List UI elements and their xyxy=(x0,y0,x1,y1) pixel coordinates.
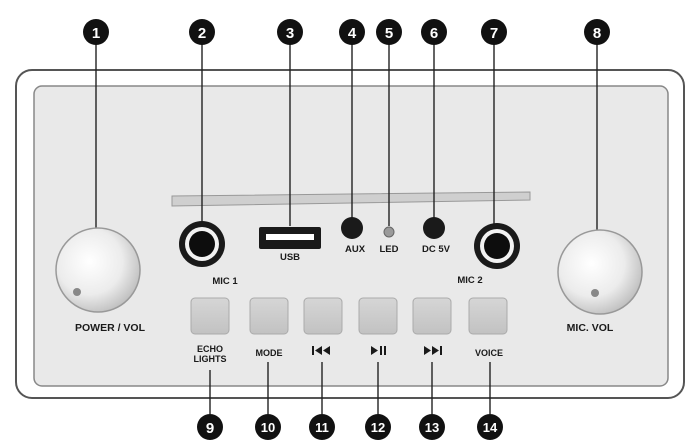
callout-11: 11 xyxy=(309,414,335,440)
usb-port[interactable] xyxy=(259,227,321,249)
usb-label: USB xyxy=(280,252,300,263)
mode-button[interactable] xyxy=(249,297,289,335)
power-volume-knob[interactable] xyxy=(55,227,141,313)
echo-label: ECHO xyxy=(197,344,223,354)
callout-1-number: 1 xyxy=(92,25,100,42)
callout-5-number: 5 xyxy=(385,25,393,42)
echo-lights-button[interactable] xyxy=(190,297,230,335)
callout-9: 9 xyxy=(197,414,223,440)
voice-label: VOICE xyxy=(475,348,503,358)
callout-11-number: 11 xyxy=(315,420,329,435)
previous-icon xyxy=(312,346,330,355)
callout-2: 2 xyxy=(189,19,215,45)
callout-12-number: 12 xyxy=(371,420,385,435)
mic-volume-knob[interactable] xyxy=(557,229,643,315)
play-pause-button[interactable] xyxy=(358,297,398,335)
callout-10-number: 10 xyxy=(261,420,275,435)
callout-6: 6 xyxy=(421,19,447,45)
lights-label: LIGHTS xyxy=(194,354,227,364)
callout-3-number: 3 xyxy=(286,25,294,42)
callout-7: 7 xyxy=(481,19,507,45)
callout-8-number: 8 xyxy=(593,25,601,42)
leader-lines-top xyxy=(95,44,598,250)
aux-label: AUX xyxy=(345,244,366,255)
callout-4: 4 xyxy=(339,19,365,45)
aux-jack[interactable] xyxy=(341,217,363,239)
led-indicator xyxy=(383,226,395,238)
power-vol-label: POWER / VOL xyxy=(75,322,146,334)
previous-button[interactable] xyxy=(303,297,343,335)
led-label: LED xyxy=(380,244,399,255)
play-pause-icon xyxy=(371,346,386,355)
leader-lines-bottom xyxy=(209,362,491,414)
mode-label: MODE xyxy=(256,348,283,358)
mic2-jack[interactable] xyxy=(474,223,520,269)
callout-6-number: 6 xyxy=(430,25,438,42)
mic1-jack[interactable] xyxy=(179,221,225,267)
callout-5: 5 xyxy=(376,19,402,45)
callout-8: 8 xyxy=(584,19,610,45)
dc5v-jack[interactable] xyxy=(423,217,445,239)
callout-3: 3 xyxy=(277,19,303,45)
callout-7-number: 7 xyxy=(490,25,498,42)
callout-2-number: 2 xyxy=(198,25,206,42)
callout-4-number: 4 xyxy=(348,25,357,42)
next-icon xyxy=(424,346,442,355)
dc5v-label: DC 5V xyxy=(422,244,451,255)
mic-vol-label: MIC. VOL xyxy=(567,322,614,334)
callout-14: 14 xyxy=(477,414,503,440)
callout-13: 13 xyxy=(419,414,445,440)
voice-button[interactable] xyxy=(468,297,508,335)
callout-13-number: 13 xyxy=(425,420,439,435)
callout-10: 10 xyxy=(255,414,281,440)
next-button[interactable] xyxy=(412,297,452,335)
callout-14-number: 14 xyxy=(483,420,498,435)
mic2-label: MIC 2 xyxy=(457,275,482,286)
callout-12: 12 xyxy=(365,414,391,440)
mic1-label: MIC 1 xyxy=(212,276,238,287)
top-strip xyxy=(171,191,531,207)
callout-1: 1 xyxy=(83,19,109,45)
callout-9-number: 9 xyxy=(206,420,214,437)
